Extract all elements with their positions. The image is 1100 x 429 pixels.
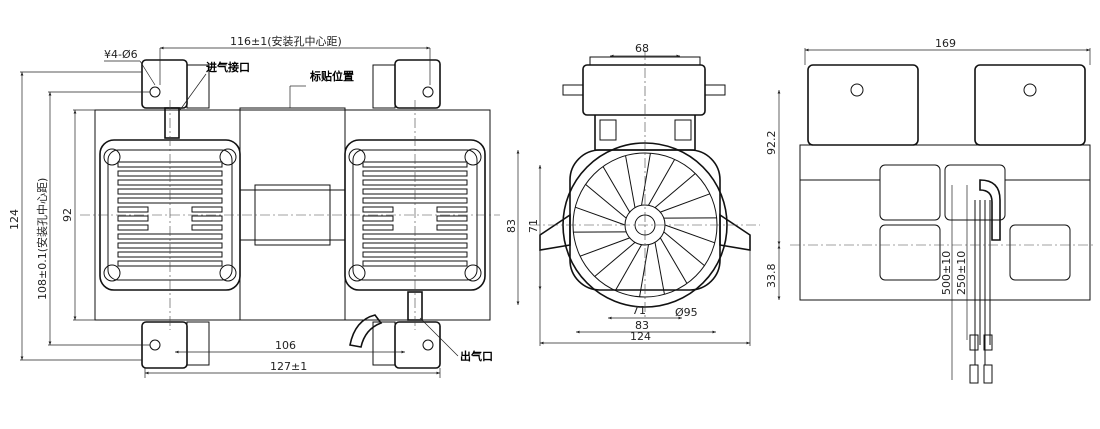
wire-250-label: 250±10 <box>955 251 968 295</box>
fin <box>436 224 468 231</box>
fan-spoke <box>625 155 636 208</box>
label-position-label: 标贴位置 <box>309 69 354 83</box>
wire-500-label: 500±10 <box>940 251 953 295</box>
fan-spoke <box>654 173 696 209</box>
fin <box>117 206 149 213</box>
fin <box>362 224 394 231</box>
cable-gland <box>979 179 1001 241</box>
fan-spokes <box>573 153 717 297</box>
width-label: 169 <box>935 37 956 50</box>
fin <box>117 215 149 222</box>
front-dimensions: 116±1(安装孔中心距) ¥4-Ø6 进气接口 标贴位置 出气口 124 10… <box>8 34 493 378</box>
bottom-124-label: 124 <box>630 330 651 343</box>
hole-spacing-v-label: 108±0.1(安装孔中心距) <box>35 178 49 300</box>
fan-spoke <box>585 184 627 219</box>
inner-width-label: 106 <box>275 339 296 352</box>
mounting-ears <box>141 59 441 369</box>
rear-view: 169 92.2 33.8 500±10 250±10 <box>765 37 1095 384</box>
rear-dimensions: 169 92.2 33.8 500±10 250±10 <box>765 37 1091 380</box>
fan-spoke <box>614 244 642 291</box>
fin <box>117 224 149 231</box>
inlet-nozzle <box>164 107 180 139</box>
fan-spoke <box>664 224 715 244</box>
fan-spoke <box>663 231 705 266</box>
cable <box>349 314 383 348</box>
fin <box>191 215 223 222</box>
fan-spoke <box>594 241 636 277</box>
side-view: 68 83 71 Ø95 71 83 124 <box>505 42 760 346</box>
height-lower-label: 33.8 <box>765 264 778 289</box>
fin <box>436 206 468 213</box>
fan-spoke <box>579 237 630 257</box>
fin <box>191 224 223 231</box>
height-upper-label: 92.2 <box>765 131 778 156</box>
outer-width-label: 127±1 <box>270 360 307 373</box>
inlet-label: 进气接口 <box>206 60 250 74</box>
fin <box>362 206 394 213</box>
fan-spoke <box>639 244 649 297</box>
holes-label: ¥4-Ø6 <box>104 48 138 61</box>
fin <box>362 215 394 222</box>
bottom-83-label: 83 <box>635 319 649 332</box>
height-total-label: 124 <box>8 209 21 230</box>
fan-spoke <box>602 166 631 213</box>
body-height-label: 92 <box>61 208 74 222</box>
height-71-label: 71 <box>527 219 540 233</box>
hole-spacing-h-label: 116±1(安装孔中心距) <box>230 34 342 48</box>
bottom-71-label: 71 <box>632 304 646 317</box>
fan-spoke <box>659 237 688 284</box>
right-head-housing <box>974 64 1086 146</box>
height-83-label: 83 <box>505 219 518 233</box>
fan-spoke <box>654 242 665 295</box>
lead-wires <box>969 200 993 384</box>
left-head-housing <box>807 64 919 146</box>
fin <box>191 206 223 213</box>
motor-body <box>239 107 346 321</box>
fan-spoke <box>641 153 651 206</box>
outlet-label: 出气口 <box>460 349 493 363</box>
side-dimensions: 68 83 71 Ø95 71 83 124 <box>505 42 751 346</box>
fin <box>436 215 468 222</box>
head-housing <box>582 64 706 116</box>
fan-spoke <box>575 206 626 226</box>
rear-body <box>799 144 1091 301</box>
cooling-fins <box>117 161 468 267</box>
fan-spoke <box>660 193 711 213</box>
fan-spoke <box>648 159 676 206</box>
top-width-label: 68 <box>635 42 649 55</box>
front-view: 116±1(安装孔中心距) ¥4-Ø6 进气接口 标贴位置 出气口 124 10… <box>8 34 500 378</box>
diameter-label: Ø95 <box>675 306 698 319</box>
